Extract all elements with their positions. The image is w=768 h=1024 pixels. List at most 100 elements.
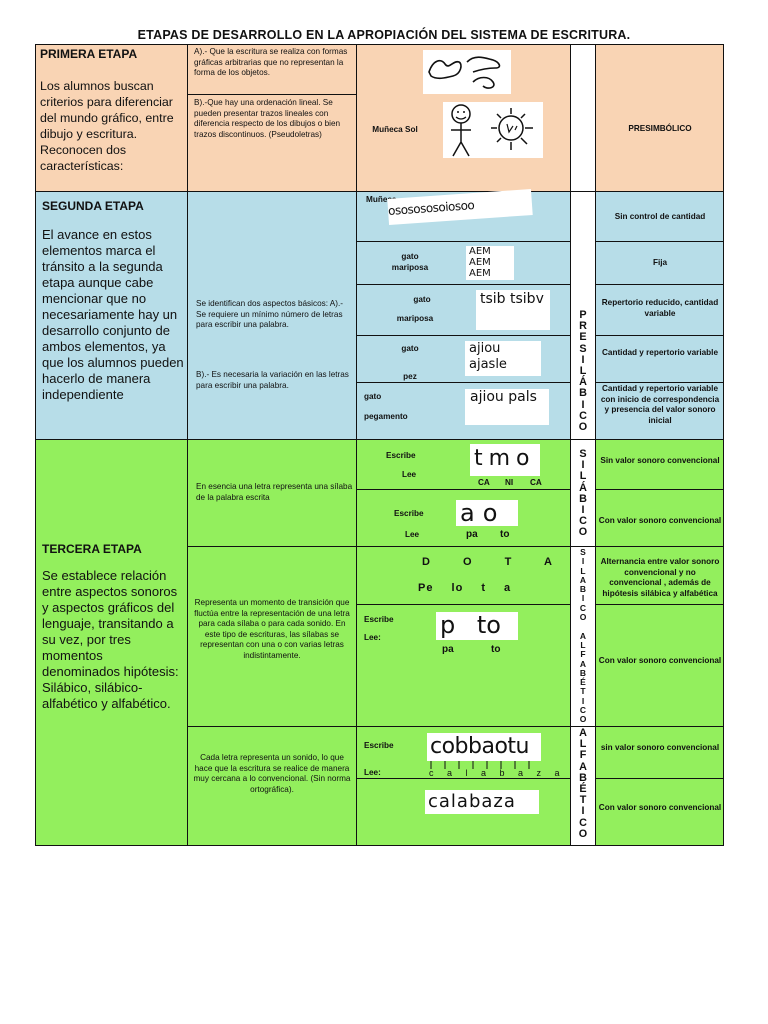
vertical-letter: C [579,515,587,528]
stage2-left-cell [35,191,188,440]
r5-escribe-label: Escribe [364,741,394,750]
r4-syllable-2: to [491,644,501,655]
stage2-cat1 [595,191,724,242]
vertical-letter: É [580,677,586,688]
stage2-category-5: Cantidad y repertorio variable con inici… [600,384,720,425]
stage3-cat6 [595,778,724,846]
vertical-letter: L [580,565,586,576]
vertical-letter: A [579,630,587,641]
r2-lee-label: Lee [405,530,420,539]
vertical-letter: I [581,805,585,818]
r1-escribe-label: Escribe [386,451,416,460]
stage2-category-2: Fija [652,258,668,267]
r1-lee-label: Lee [402,470,417,479]
r5-handwriting: cobbaotu [427,733,541,761]
r1-syllable-1: CA [478,478,490,487]
vertical-letter: C [579,409,587,422]
vertical-letter: B [579,387,587,400]
vertical-letter: S [579,342,587,355]
vertical-letter: R [579,320,587,333]
r5-tick-marks [428,761,540,769]
vertical-letter: S [579,448,587,460]
stage1-category-cell [595,44,724,192]
stage2-row2-word2: mariposa [391,263,429,272]
vertical-letter: O [578,827,588,840]
stage2-row2-handwriting: AEM AEM AEM [466,246,514,280]
stage3-desc3: Cada letra representa un sonido, lo que … [193,753,351,794]
r4-escribe-label: Escribe [364,615,394,624]
vertical-letter: A [579,574,587,585]
stage2-desc: Se identifican dos aspectos básicos: A).… [196,299,343,329]
vertical-letter: O [578,421,588,434]
r2-syllable-2: to [500,529,510,540]
vertical-letter: L [579,365,587,378]
vertical-letter: É [579,783,587,796]
silabico-alfabetico-vertical-cell [570,546,596,727]
r5-lee-label: Lee: [364,768,381,777]
stage1-desc-b: B).-Que hay una ordenación lineal. Se pu… [194,98,341,139]
stage3-body: Se establece relación entre aspectos son… [42,568,179,711]
r5-syllables: c a l a b a z a [429,768,566,778]
vertical-letter: B [579,584,587,595]
alfabetico-vertical-cell [570,726,596,846]
stage2-category-3: Repertorio reducido, cantidad variable [601,298,719,318]
stage1-desc-cell-a [187,44,357,95]
vertical-letter: B [579,667,587,678]
page-title: ETAPAS DE DESARROLLO EN LA APROPIACIÓN D… [137,28,631,42]
stage2-desc-cell [187,191,357,440]
vertical-letter: I [581,398,585,411]
vertical-letter: Á [579,481,587,494]
stage2-row4-word2: pez [403,372,417,381]
stage2-row5-handwriting: ajiou pals [465,389,549,425]
r3-dota: D O T A [422,556,560,568]
stage1-left-cell [35,44,188,192]
stage2-cat3 [595,284,724,336]
stage2-row2 [356,241,571,285]
vertical-letter: L [579,738,587,751]
stage3-cat5 [595,726,724,779]
vertical-letter: I [581,459,585,472]
vertical-letter: F [580,649,586,660]
vertical-letter: B [579,771,587,784]
r2-escribe-label: Escribe [394,509,424,518]
vertical-letter: A [579,760,587,773]
r1-category: Sin valor sonoro convencional [600,456,720,465]
vertical-letter: Á [579,376,587,389]
stage2-row3-word1: gato [413,295,431,304]
stage2-row2-word1: gato [401,252,419,261]
r1-syllable-2: NI [505,478,514,487]
stage1-desc-a: A).- Que la escritura se realiza con for… [194,47,348,77]
stage3-desc1: En esencia una letra representa una síla… [196,482,353,502]
vertical-letter: T [580,686,586,697]
vertical-letter: S [580,547,586,557]
doll-sun-drawing [443,102,543,158]
stage2-desc-b: B).- Es necesaria la variación en las le… [196,370,349,390]
stage2-row1-word: Muñeca [366,195,397,204]
r5-category: sin valor sonoro convencional [600,743,720,752]
vertical-letter: P [579,309,587,321]
r1-handwriting: tmo [470,444,540,476]
stage2-body: El avance en estos elementos marca el tr… [42,227,184,402]
vertical-letter: C [579,705,587,716]
stage2-category-4: Cantidad y repertorio variable [601,348,719,357]
stage3-row3 [356,546,571,605]
stage1-words: Muñeca Sol [372,125,418,134]
stage3-desc2: Representa un momento de transición que … [194,598,350,660]
stage2-row5-word1: gato [364,392,382,401]
stage3-cat3 [595,546,724,605]
vertical-letter: L [579,470,587,483]
stage1-category: PRESIMBÓLICO [628,124,692,133]
r3-pelota: Pe lo t a [418,582,512,594]
stage2-heading: SEGUNDA ETAPA [42,199,144,213]
scribble-image [423,50,511,94]
r6-handwriting: calabaza [425,790,539,814]
vertical-letter: C [579,816,587,829]
vertical-letter: O [579,612,587,623]
stage3-cat4 [595,604,724,727]
stage2-category-1: Sin control de cantidad [614,212,706,221]
r3-category: Alternancia entre valor sonoro convencio… [600,557,720,598]
vertical-letter: E [579,331,587,344]
